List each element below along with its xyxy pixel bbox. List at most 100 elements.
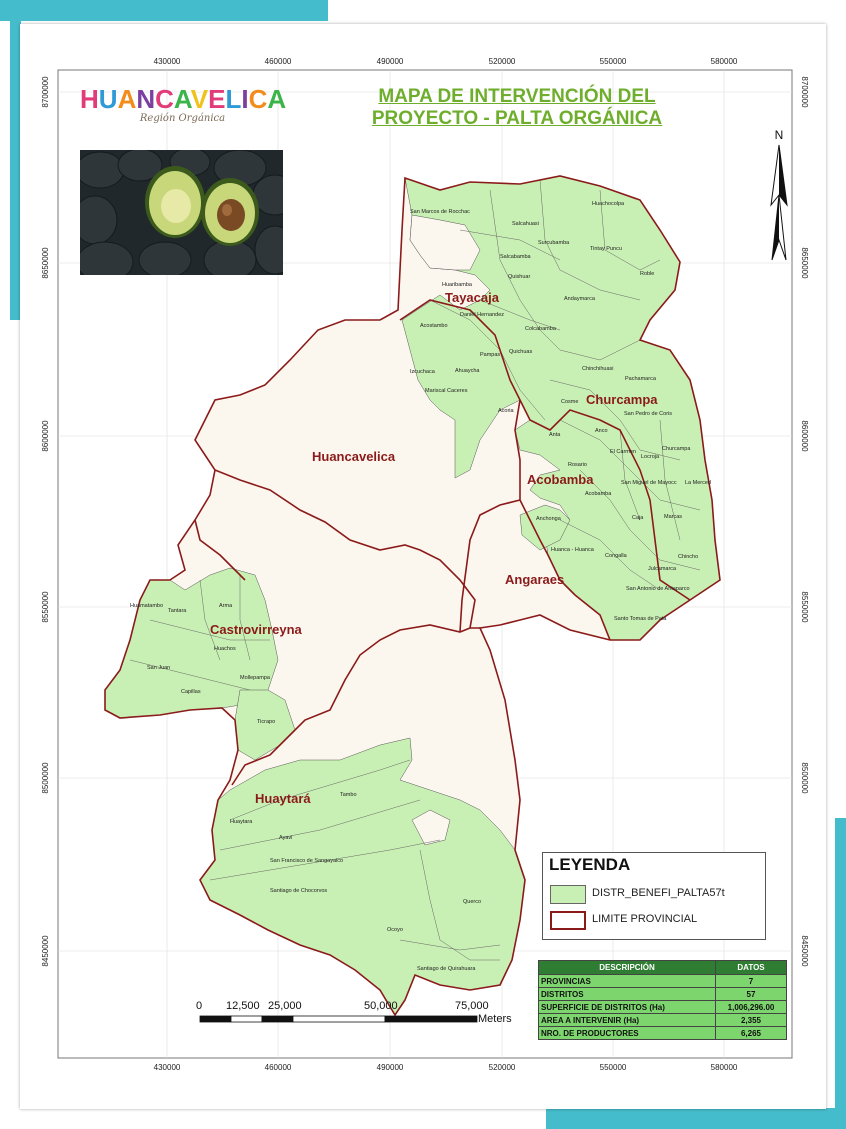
district-label: Acoria — [498, 408, 515, 414]
district-label: San Pedro de Coris — [624, 411, 672, 417]
table-cell: AREA A INTERVENIR (Ha) — [538, 1013, 716, 1027]
x-tick-label-top: 430000 — [154, 57, 181, 66]
district-label: Arma — [219, 603, 233, 609]
y-tick-label-right: 8550000 — [800, 591, 809, 623]
logo-letter: A — [267, 84, 287, 114]
province-label: Tayacaja — [445, 290, 500, 305]
district-label: Roble — [640, 271, 654, 277]
legend-district-swatch — [550, 885, 586, 904]
district-label: Ayavi — [279, 835, 292, 841]
district-label: Quichuas — [509, 349, 532, 355]
district-label: Salcabamba — [500, 254, 532, 260]
logo-letter: H — [80, 84, 99, 114]
district-label: Caja — [632, 515, 644, 521]
district-label: San Antonio de Antaparco — [626, 586, 690, 592]
district-label: Huanca - Huanca — [551, 547, 595, 553]
district-label: Julcamarca — [648, 566, 677, 572]
map-title-line1: MAPA DE INTERVENCIÓN DEL — [378, 86, 656, 107]
avocado-photo — [80, 150, 283, 275]
coordinate-ticks: 4300004300004600004600004900004900005200… — [41, 57, 809, 1072]
y-tick-label-right: 8500000 — [800, 762, 809, 794]
x-tick-label-top: 580000 — [711, 57, 738, 66]
district-label: San Francisco de Sangayaico — [270, 858, 343, 864]
province-label: Huancavelica — [312, 449, 396, 464]
district-label: Santo Tomas de Pata — [614, 616, 667, 622]
table-cell: DISTRITOS — [538, 987, 716, 1001]
scale-label-75000: 75,000 — [455, 1000, 489, 1012]
table-cell: 57 — [715, 987, 787, 1001]
district-label: Marcas — [664, 514, 682, 520]
y-tick-label-right: 8450000 — [800, 935, 809, 967]
scale-label-50000: 50,000 — [364, 1000, 398, 1012]
scale-segment — [292, 1015, 386, 1023]
map-title: MAPA DE INTERVENCIÓN DEL PROYECTO - PALT… — [322, 86, 712, 130]
province-label: Castrovirreyna — [210, 622, 303, 637]
district-label: Huachocolpa — [592, 201, 625, 207]
district-label: Huaytara — [230, 819, 253, 825]
district-label: Santiago de Quirahuara — [417, 966, 476, 972]
district-label: Churcampa — [662, 446, 691, 452]
accent-bar-top — [0, 0, 328, 21]
x-tick-label-bottom: 520000 — [489, 1063, 516, 1072]
table-cell: 1,006,296.00 — [715, 1000, 787, 1014]
district-label: Salcahuasi — [512, 221, 539, 227]
scale-unit: Meters — [478, 1013, 512, 1025]
district-label: Huachos — [214, 646, 236, 652]
x-tick-label-top: 520000 — [489, 57, 516, 66]
logo-letter: A — [117, 84, 137, 114]
y-tick-label-right: 8650000 — [800, 247, 809, 279]
x-tick-label-bottom: 580000 — [711, 1063, 738, 1072]
district-label: Ocoyo — [387, 927, 403, 933]
district-label: Cosme — [561, 399, 578, 405]
district-label: Mariscal Caceres — [425, 388, 468, 394]
x-tick-label-top: 460000 — [265, 57, 292, 66]
map-title-line2: PROYECTO - PALTA ORGÁNICA — [371, 108, 663, 129]
scale-label-0: 0 — [196, 1000, 203, 1012]
logo-letter: E — [208, 84, 226, 114]
district-label: Daniel Hernandez — [460, 312, 504, 318]
y-tick-label-left: 8650000 — [41, 247, 50, 279]
accent-bar-bottom — [546, 1108, 846, 1129]
y-tick-label-right: 8600000 — [800, 420, 809, 452]
district-label: Locroja — [641, 454, 660, 460]
legend-boundary-label: LIMITE PROVINCIAL — [592, 913, 698, 925]
province-label: Acobamba — [527, 472, 594, 487]
district-label: Ticrapo — [257, 719, 275, 725]
district-label: Capillas — [181, 689, 201, 695]
scale-segment — [261, 1015, 294, 1023]
district-label: San Juan — [147, 665, 170, 671]
district-label: Anchonga — [536, 516, 562, 522]
scale-segment — [199, 1015, 232, 1023]
district-white-gap-huaytara — [411, 809, 451, 846]
table-cell: 6,265 — [715, 1026, 787, 1040]
district-label: Santiago de Chocorvos — [270, 888, 327, 894]
district-label: El Carmen — [610, 449, 636, 455]
scale-segment — [384, 1015, 478, 1023]
logo-letter: I — [241, 84, 249, 114]
logo-letter: L — [225, 84, 242, 114]
x-tick-label-bottom: 550000 — [600, 1063, 627, 1072]
district-label: Tantara — [168, 608, 187, 614]
map-labels: TayacajaChurcampaHuancavelicaAcobambaAng… — [130, 201, 711, 972]
district-label: Izcuchaca — [410, 369, 436, 375]
district-label: Andaymarca — [564, 296, 596, 302]
north-label: N — [775, 128, 784, 142]
logo-letter: A — [173, 84, 191, 114]
district-label: Colcabamba — [525, 326, 557, 332]
table-cell: PROVINCIAS — [538, 974, 716, 988]
huancavelica-logo: HUANCAVELICA Región Orgánica — [80, 84, 287, 124]
district-label: Pampas — [480, 352, 500, 358]
district-label: Congalla — [605, 553, 628, 559]
legend-box: LEYENDA DISTR_BENEFI_PALTA57t LIMITE PRO… — [542, 852, 766, 940]
legend-district-label: DISTR_BENEFI_PALTA57t — [592, 887, 725, 899]
district-label: Rosario — [568, 462, 587, 468]
district-label: La Merced — [685, 480, 711, 486]
scale-segment — [230, 1015, 263, 1023]
district-boundaries — [129, 179, 701, 961]
district-label: Huamatambo — [130, 603, 163, 609]
district-label: Huaribamba — [442, 282, 473, 288]
district-label: Anta — [549, 432, 561, 438]
y-tick-label-left: 8450000 — [41, 935, 50, 967]
x-tick-label-top: 490000 — [377, 57, 404, 66]
